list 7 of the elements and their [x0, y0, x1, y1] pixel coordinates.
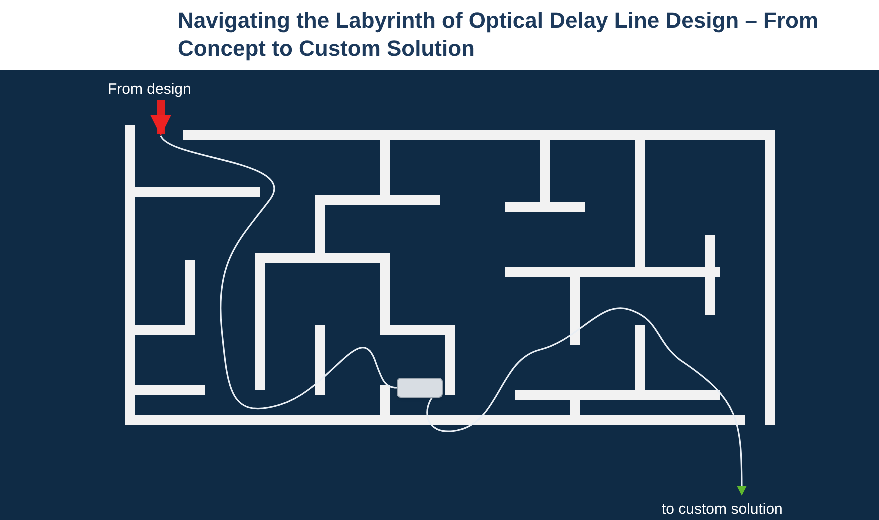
fiber-cable: [426, 308, 747, 496]
flow-label: to custom solution: [662, 500, 832, 520]
title: Navigating the Labyrinth of Optical Delay Line Design – From Concept to Custom Solution: [178, 7, 820, 63]
delay-line-device: [397, 378, 443, 398]
fiber-cable: [160, 135, 398, 410]
arrow: [150, 100, 172, 136]
flow-label: From design: [108, 80, 218, 100]
